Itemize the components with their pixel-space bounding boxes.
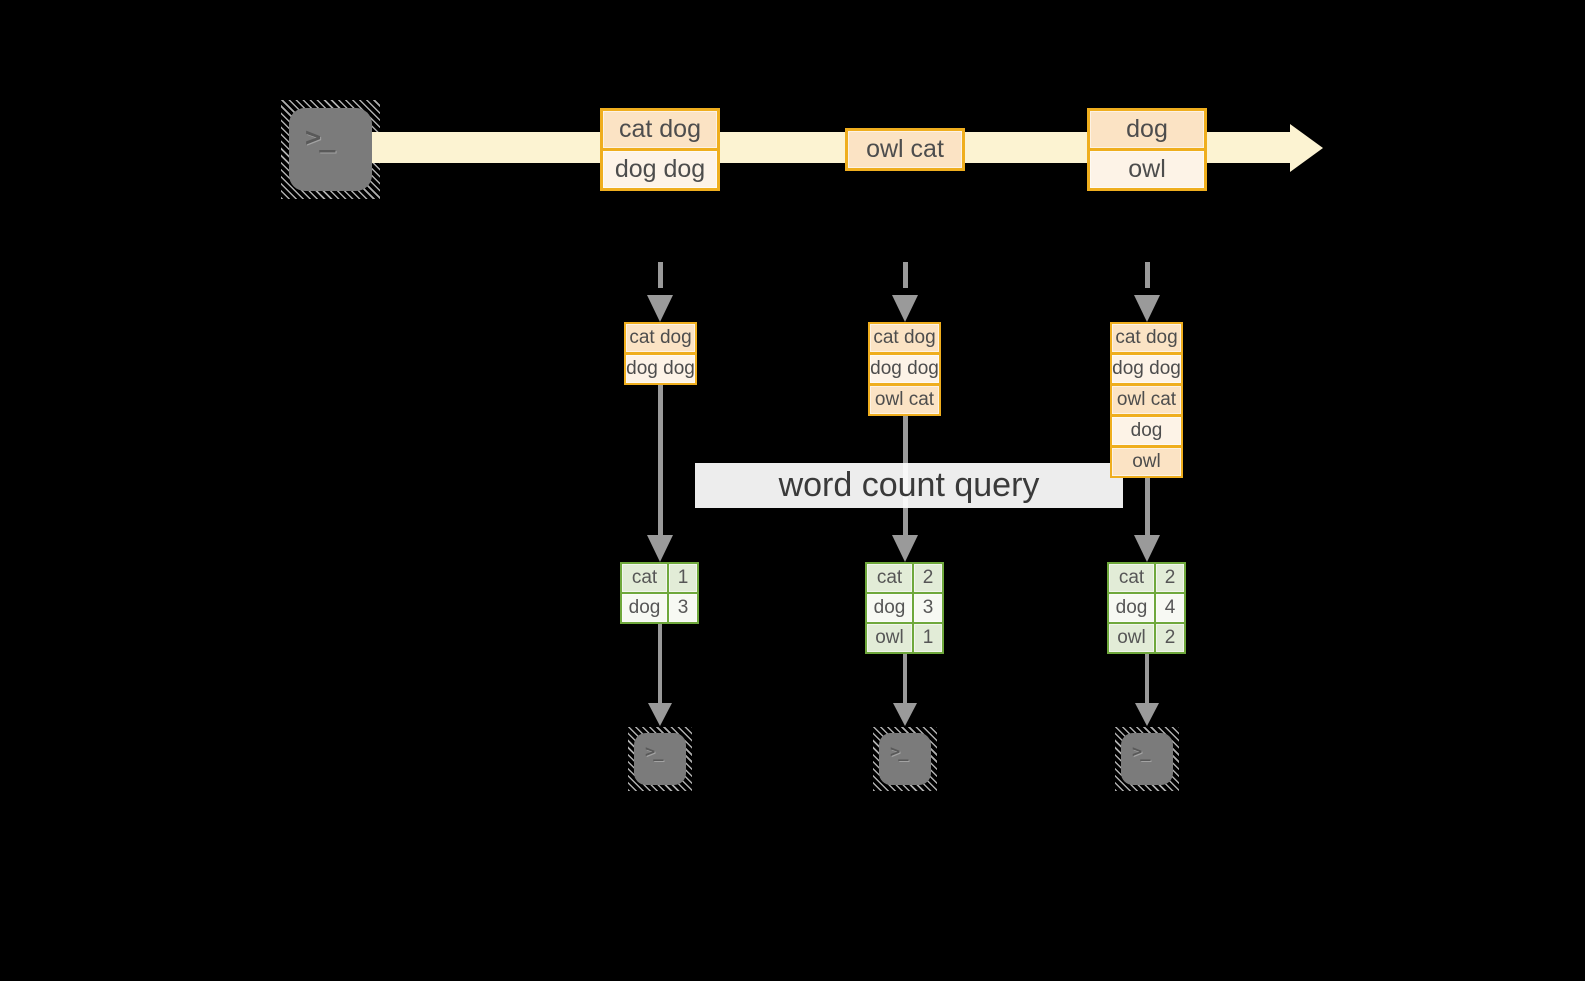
- stream-event-line: owl cat: [848, 131, 962, 168]
- output-terminal-icon-3: >_: [1115, 727, 1179, 791]
- down-arrowhead-icon: [1134, 295, 1160, 322]
- batch-item: dog dog: [1112, 355, 1181, 383]
- stream-event-box-3: dog owl: [1087, 108, 1207, 191]
- result-word: owl: [867, 624, 912, 652]
- result-count: 4: [1156, 594, 1184, 622]
- query-arrow-line: [1145, 476, 1150, 536]
- output-terminal-icon-2: >_: [873, 727, 937, 791]
- dashed-arrow-line: [903, 262, 908, 288]
- output-terminal-icon-1: >_: [628, 727, 692, 791]
- batch-item: cat dog: [626, 324, 695, 352]
- down-arrowhead-icon: [647, 295, 673, 322]
- batch-item: owl: [1112, 448, 1181, 476]
- down-arrowhead-icon: [1134, 535, 1160, 562]
- batch-item: dog dog: [626, 355, 695, 383]
- stream-event-line: owl: [1090, 151, 1204, 188]
- result-count: 3: [669, 594, 697, 622]
- result-count: 1: [914, 624, 942, 652]
- down-arrowhead-icon: [892, 295, 918, 322]
- query-label-band: word count query: [695, 463, 1123, 508]
- terminal-screen: >_: [289, 108, 372, 191]
- terminal-screen: >_: [879, 733, 931, 785]
- stream-event-line: dog dog: [603, 151, 717, 188]
- batch-item: cat dog: [870, 324, 939, 352]
- terminal-prompt-icon: >_: [305, 122, 335, 153]
- terminal-prompt-icon: >_: [645, 742, 664, 762]
- result-word: cat: [867, 564, 912, 592]
- result-word: owl: [1109, 624, 1154, 652]
- result-table-2: cat 2 dog 3 owl 1: [865, 562, 944, 654]
- batch-item: cat dog: [1112, 324, 1181, 352]
- stream-event-line: cat dog: [603, 111, 717, 148]
- batch-item: owl cat: [1112, 386, 1181, 414]
- stream-source-terminal-icon: >_: [281, 100, 380, 199]
- stream-event-line: dog: [1090, 111, 1204, 148]
- batch-item: owl cat: [870, 386, 939, 414]
- down-arrowhead-icon: [893, 703, 917, 726]
- batch-item: dog dog: [870, 355, 939, 383]
- result-count: 1: [669, 564, 697, 592]
- terminal-prompt-icon: >_: [890, 742, 909, 762]
- query-arrow-line: [658, 383, 663, 536]
- dashed-arrow-line: [658, 262, 663, 288]
- result-count: 2: [1156, 624, 1184, 652]
- result-word: cat: [1109, 564, 1154, 592]
- down-arrowhead-icon: [892, 535, 918, 562]
- result-table-3: cat 2 dog 4 owl 2: [1107, 562, 1186, 654]
- micro-batch-2: cat dog dog dog owl cat: [868, 322, 941, 416]
- micro-batch-3: cat dog dog dog owl cat dog owl: [1110, 322, 1183, 478]
- down-arrowhead-icon: [647, 535, 673, 562]
- terminal-screen: >_: [634, 733, 686, 785]
- output-arrow-line: [658, 624, 662, 704]
- batch-item: dog: [1112, 417, 1181, 445]
- down-arrowhead-icon: [1135, 703, 1159, 726]
- result-word: dog: [622, 594, 667, 622]
- stream-event-box-2: owl cat: [845, 128, 965, 171]
- stream-timeline-arrowhead-icon: [1290, 124, 1323, 172]
- dashed-arrow-line: [1145, 262, 1150, 288]
- result-word: dog: [867, 594, 912, 622]
- stream-event-box-1: cat dog dog dog: [600, 108, 720, 191]
- output-arrow-line: [903, 654, 907, 704]
- result-table-1: cat 1 dog 3: [620, 562, 699, 624]
- query-label: word count query: [778, 466, 1040, 504]
- terminal-screen: >_: [1121, 733, 1173, 785]
- terminal-prompt-icon: >_: [1132, 742, 1151, 762]
- result-count: 3: [914, 594, 942, 622]
- result-count: 2: [1156, 564, 1184, 592]
- result-count: 2: [914, 564, 942, 592]
- result-word: dog: [1109, 594, 1154, 622]
- micro-batch-1: cat dog dog dog: [624, 322, 697, 385]
- down-arrowhead-icon: [648, 703, 672, 726]
- output-arrow-line: [1145, 654, 1149, 704]
- result-word: cat: [622, 564, 667, 592]
